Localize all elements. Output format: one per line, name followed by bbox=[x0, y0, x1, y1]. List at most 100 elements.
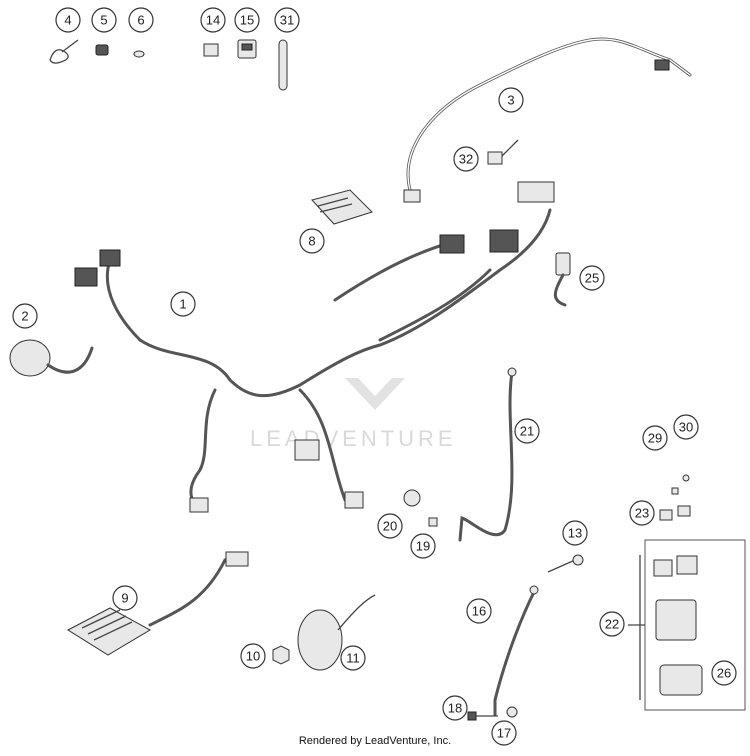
part-nut-19 bbox=[428, 517, 438, 527]
callout-8: 8 bbox=[299, 228, 325, 254]
part-relay-box-22 bbox=[628, 539, 746, 711]
part-bolt-18 bbox=[467, 711, 498, 721]
callout-circle bbox=[466, 598, 492, 624]
callout-label: 22 bbox=[605, 617, 619, 632]
part-cable-21 bbox=[458, 367, 517, 542]
callout-circle bbox=[453, 146, 479, 172]
callout-label: 31 bbox=[280, 13, 294, 28]
callout-label: 26 bbox=[717, 666, 731, 681]
callout-label: 5 bbox=[100, 13, 107, 28]
callout-label: 29 bbox=[648, 431, 662, 446]
part-screw-30 bbox=[682, 474, 690, 482]
callout-circle bbox=[128, 7, 154, 33]
callout-25: 25 bbox=[579, 265, 605, 291]
callout-3: 3 bbox=[498, 87, 524, 113]
callout-label: 2 bbox=[21, 309, 28, 324]
callout-circle bbox=[112, 585, 138, 611]
callout-circle bbox=[91, 7, 117, 33]
part-connector-2 bbox=[9, 339, 94, 377]
callout-circle bbox=[410, 533, 436, 559]
callout-circle bbox=[599, 611, 625, 637]
part-screw-29 bbox=[671, 487, 679, 495]
callout-label: 1 bbox=[179, 297, 186, 312]
callout-30: 30 bbox=[673, 414, 699, 440]
callout-label: 21 bbox=[520, 424, 534, 439]
callout-11: 11 bbox=[340, 645, 366, 671]
callout-label: 32 bbox=[459, 152, 473, 167]
callout-circle bbox=[673, 414, 699, 440]
callout-4: 4 bbox=[55, 7, 81, 33]
callout-circle bbox=[711, 660, 737, 686]
part-bulb-6 bbox=[133, 50, 145, 58]
footer-credit: Rendered by LeadVenture, Inc. bbox=[298, 735, 452, 747]
callout-16: 16 bbox=[466, 598, 492, 624]
part-harness-3 bbox=[403, 37, 692, 203]
callout-label: 17 bbox=[497, 726, 511, 741]
callout-circle bbox=[377, 513, 403, 539]
callout-22: 22 bbox=[599, 611, 625, 637]
part-connector-15 bbox=[237, 39, 257, 59]
part-control-unit-8 bbox=[311, 189, 373, 225]
callout-label: 9 bbox=[121, 591, 128, 606]
part-cable-16 bbox=[493, 585, 539, 718]
part-connector-5 bbox=[95, 44, 109, 56]
callout-2: 2 bbox=[12, 303, 38, 329]
callout-label: 20 bbox=[383, 519, 397, 534]
part-main-harness-1 bbox=[74, 181, 555, 513]
callout-label: 6 bbox=[137, 13, 144, 28]
callout-label: 14 bbox=[206, 13, 220, 28]
part-cable-tie bbox=[49, 39, 79, 64]
watermark-logo: LEADVENTURE bbox=[250, 378, 457, 451]
part-nut-10 bbox=[272, 645, 290, 665]
callout-circle bbox=[299, 228, 325, 254]
part-connector-14 bbox=[203, 43, 219, 57]
part-strap-31 bbox=[278, 39, 288, 91]
callout-21: 21 bbox=[514, 418, 540, 444]
callout-circle bbox=[12, 303, 38, 329]
callout-20: 20 bbox=[377, 513, 403, 539]
watermark-text: LEADVENTURE bbox=[250, 426, 457, 451]
part-connector-32 bbox=[487, 139, 519, 165]
part-grommets-23 bbox=[659, 505, 691, 521]
callout-19: 19 bbox=[410, 533, 436, 559]
callout-circle bbox=[579, 265, 605, 291]
callout-label: 23 bbox=[635, 506, 649, 521]
callout-circle bbox=[55, 7, 81, 33]
callout-label: 30 bbox=[679, 420, 693, 435]
part-bolt-13 bbox=[547, 554, 584, 573]
callout-10: 10 bbox=[240, 643, 266, 669]
part-horn-11 bbox=[297, 594, 376, 671]
callout-18: 18 bbox=[442, 695, 468, 721]
callout-label: 15 bbox=[240, 13, 254, 28]
callout-6: 6 bbox=[128, 7, 154, 33]
callout-23: 23 bbox=[629, 500, 655, 526]
callout-circle bbox=[274, 7, 300, 33]
callout-label: 4 bbox=[64, 13, 71, 28]
callout-26: 26 bbox=[711, 660, 737, 686]
callout-circle bbox=[642, 425, 668, 451]
callout-label: 8 bbox=[308, 234, 315, 249]
callout-29: 29 bbox=[642, 425, 668, 451]
part-cap-25 bbox=[553, 252, 571, 307]
callout-13: 13 bbox=[562, 520, 588, 546]
callout-label: 10 bbox=[246, 649, 260, 664]
callout-circle bbox=[514, 418, 540, 444]
callout-label: 3 bbox=[507, 93, 514, 108]
callout-label: 19 bbox=[416, 539, 430, 554]
callout-label: 18 bbox=[448, 701, 462, 716]
callout-circle bbox=[629, 500, 655, 526]
callout-circle bbox=[498, 87, 524, 113]
callout-circle bbox=[234, 7, 260, 33]
callout-5: 5 bbox=[91, 7, 117, 33]
callout-9: 9 bbox=[112, 585, 138, 611]
callout-label: 13 bbox=[568, 526, 582, 541]
callout-circle bbox=[491, 720, 517, 746]
callout-circle bbox=[200, 7, 226, 33]
callout-17: 17 bbox=[491, 720, 517, 746]
callout-31: 31 bbox=[274, 7, 300, 33]
callout-32: 32 bbox=[453, 146, 479, 172]
callout-circle bbox=[170, 291, 196, 317]
callout-15: 15 bbox=[234, 7, 260, 33]
